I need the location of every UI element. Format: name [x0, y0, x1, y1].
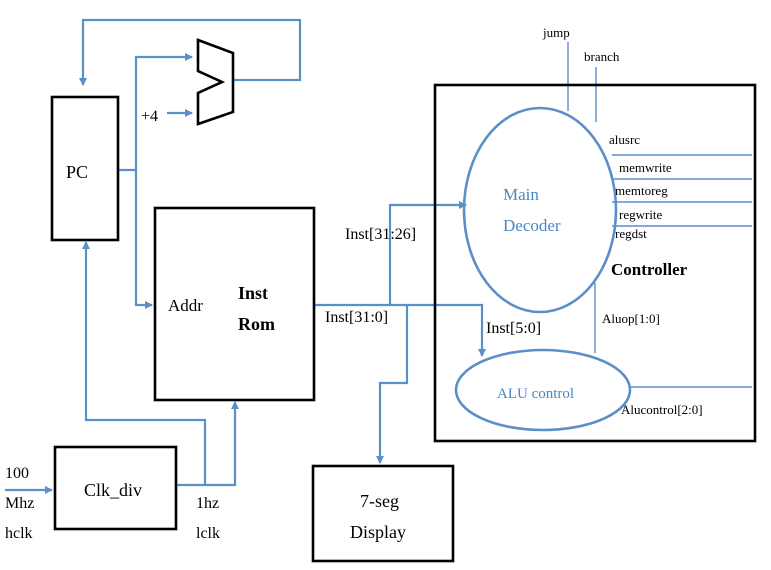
- main-decoder-ellipse: [462, 106, 618, 314]
- adder-to-pc-wire: [79, 18, 302, 86]
- inst-31-26-label: Inst[31:26]: [345, 226, 416, 243]
- clk-div-label: Clk_div: [84, 480, 142, 500]
- pc-label: PC: [66, 162, 88, 182]
- clk-div-block: [53, 445, 178, 531]
- regdst-label: regdst: [615, 226, 647, 241]
- main-decoder-label-1: Main: [503, 185, 539, 204]
- clock-in-label-3: hclk: [5, 525, 33, 542]
- aluop-label: Aluop[1:0]: [602, 311, 660, 326]
- inst-to-display-wire: [376, 305, 409, 464]
- lclk-to-rom-wire: [176, 401, 239, 487]
- clock-in-label-2: Mhz: [5, 495, 34, 512]
- jump-label: jump: [542, 25, 570, 40]
- controller-label: Controller: [611, 260, 688, 279]
- main-decoder-label-2: Decoder: [503, 216, 561, 235]
- inst-31-26-wire: [388, 201, 467, 305]
- seven-seg-block: [311, 464, 455, 563]
- inst-rom-label-2: Rom: [238, 314, 275, 334]
- inst-rom-label-1: Inst: [238, 283, 268, 303]
- clock-out-label-2: lclk: [196, 525, 220, 542]
- inst-rom-block: [153, 206, 316, 402]
- memtoreg-label: memtoreg: [615, 183, 668, 198]
- controller-block: [433, 83, 757, 443]
- clock-out-label-1: 1hz: [196, 495, 219, 512]
- alusrc-label: alusrc: [609, 132, 640, 147]
- plus4-label: +4: [141, 108, 158, 125]
- branch-label: branch: [584, 49, 620, 64]
- pc-block: [50, 95, 120, 242]
- alucontrol-label: Alucontrol[2:0]: [621, 402, 703, 417]
- alu-control-label: ALU control: [497, 386, 574, 402]
- memwrite-label: memwrite: [619, 160, 672, 175]
- inst-31-0-label: Inst[31:0]: [325, 309, 388, 326]
- regwrite-label: regwrite: [619, 207, 663, 222]
- pc-to-addr-wire: [118, 168, 153, 309]
- adder-block: [196, 38, 235, 126]
- inst-5-0-wire: [430, 303, 486, 357]
- clock-in-label-1: 100: [5, 465, 29, 482]
- seven-seg-label-1: 7-seg: [360, 491, 399, 511]
- addr-label: Addr: [168, 296, 203, 315]
- inst-5-0-label: Inst[5:0]: [486, 320, 541, 337]
- seven-seg-label-2: Display: [350, 522, 406, 542]
- pc-to-adder-wire: [134, 53, 193, 170]
- alu-control-ellipse: [454, 348, 632, 432]
- lclk-to-pc-wire: [82, 241, 207, 485]
